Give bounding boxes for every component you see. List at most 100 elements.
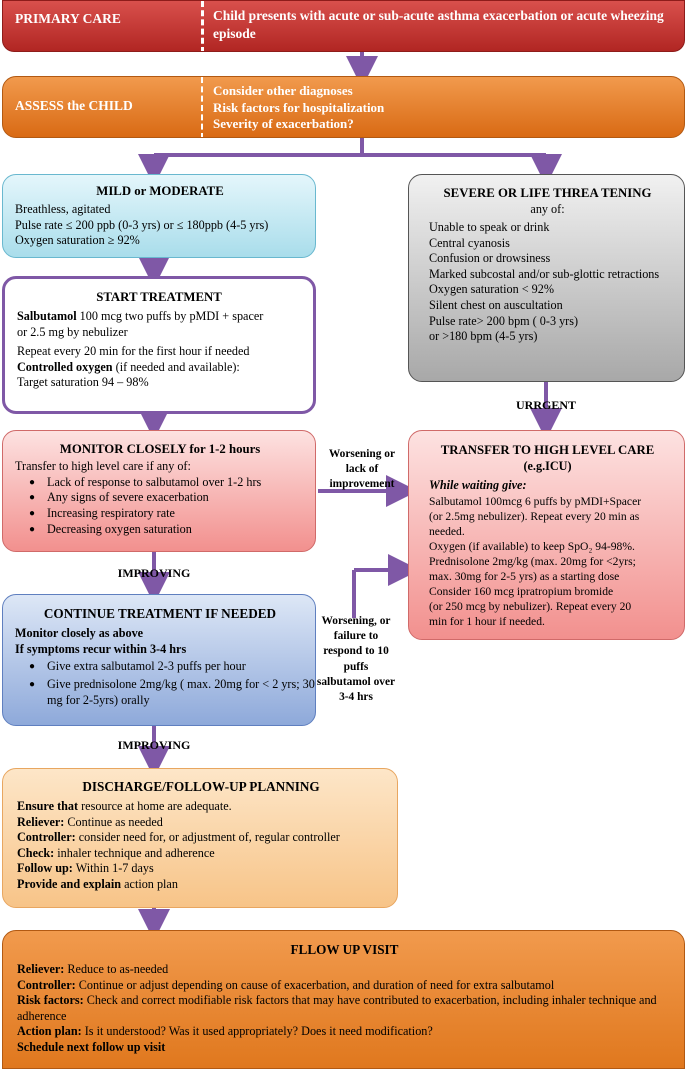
salbutamol-text: 100 mcg two puffs by pMDI + spacer	[79, 309, 264, 323]
transfer-line: (or 250 mcg by nebulizer). Repeat every …	[429, 599, 632, 613]
severe-box: SEVERE OR LIFE THREA TENING any of: Unab…	[408, 174, 685, 382]
transfer-line: Prednisolone 2mg/kg (max. 20mg for <2yrs…	[429, 554, 636, 568]
continue-monitor: Monitor closely as above	[15, 626, 144, 640]
follow-up-visit-box: FLLOW UP VISIT Reliever: Reduce to as-ne…	[2, 930, 685, 1069]
assess-divider	[201, 77, 203, 137]
monitor-bullet: Lack of response to salbutamol over 1-2 …	[29, 475, 315, 491]
assess-child-box: ASSESS the CHILD Consider other diagnose…	[2, 76, 685, 138]
monitor-box: MONITOR CLOSELY for 1-2 hours Transfer t…	[2, 430, 316, 552]
start-treatment-box: START TREATMENT Salbutamol 100 mcg two p…	[2, 276, 316, 414]
follow-up-row: Controller: Continue or adjust depending…	[17, 978, 677, 994]
severe-line: Oxygen saturation < 92%	[429, 282, 554, 297]
discharge-row-bold: Check:	[17, 845, 55, 860]
oxygen-text: (if needed and available):	[115, 359, 240, 374]
severe-line: Unable to speak or drink	[429, 220, 550, 234]
worsening-label-1: Worsening or lack of improvement	[328, 448, 396, 491]
severe-line: Pulse rate> 200 bpm ( 0-3 yrs)	[429, 313, 579, 328]
primary-care-header: PRIMARY CARE Child presents with acute o…	[2, 0, 685, 52]
monitor-bullet: Increasing respiratory rate	[29, 506, 315, 522]
severe-line: Marked subcostal and/or sub-glottic retr…	[429, 266, 660, 281]
follow-up-row-bold: Risk factors:	[17, 993, 84, 1008]
assess-item: Risk factors for hospitalization	[213, 99, 385, 115]
monitor-bullet: Decreasing oxygen saturation	[29, 522, 315, 538]
follow-up-row-text: Is it understood? Was it used appropriat…	[81, 1024, 433, 1039]
monitor-intro: Transfer to high level care if any of:	[15, 459, 191, 473]
start-title: START TREATMENT	[96, 290, 222, 304]
salbutamol-line-2: or 2.5 mg by nebulizer	[17, 324, 128, 339]
discharge-row-text: resource at home are adequate.	[78, 799, 232, 813]
severe-subtitle: any of:	[530, 201, 565, 216]
improving-label-1: IMPROVING	[117, 566, 191, 580]
discharge-row-text: inhaler technique and adherence	[54, 845, 215, 860]
monitor-bullets: Lack of response to salbutamol over 1-2 …	[15, 475, 315, 538]
follow-up-title: FLLOW UP VISIT	[290, 942, 399, 957]
discharge-box: DISCHARGE/FOLLOW-UP PLANNING Ensure that…	[2, 768, 398, 908]
transfer-line: min for 1 hour if needed.	[429, 614, 545, 628]
mild-line: Pulse rate ≤ 200 ppb (0-3 yrs) or ≤ 180p…	[15, 217, 269, 232]
discharge-row-bold: Provide and explain	[17, 876, 122, 891]
discharge-row: Reliever: Continue as needed	[17, 815, 395, 831]
urgent-label: URRGENT	[515, 398, 576, 412]
discharge-row: Ensure that resource at home are adequat…	[17, 799, 395, 815]
follow-up-row: Risk factors: Check and correct modifiab…	[17, 993, 677, 1024]
discharge-row-text: Continue as needed	[64, 814, 163, 829]
discharge-row-text: Within 1-7 days	[72, 861, 154, 876]
follow-up-row-bold: Controller:	[17, 977, 76, 992]
transfer-line: Salbutamol 100mcg 6 puffs by pMDI+Spacer	[429, 494, 642, 508]
follow-up-row-bold: Schedule next follow up visit	[17, 1039, 166, 1054]
follow-up-row-text: Reduce to as-needed	[64, 962, 169, 976]
transfer-line: Consider 160 mcg ipratropium bromide	[429, 584, 614, 598]
continue-bullet: Give extra salbutamol 2-3 puffs per hour	[29, 659, 315, 675]
repeat-line: Repeat every 20 min for the first hour i…	[17, 344, 250, 359]
transfer-line: Oxygen (if available) to keep SpO₂ 94-98…	[429, 539, 635, 553]
discharge-title: DISCHARGE/FOLLOW-UP PLANNING	[82, 779, 320, 794]
continue-bullets: Give extra salbutamol 2-3 puffs per hour…	[15, 659, 315, 708]
continue-treatment-box: CONTINUE TREATMENT IF NEEDED Monitor clo…	[2, 594, 316, 726]
oxygen-line: Controlled oxygen (if needed and availab…	[17, 360, 311, 376]
assess-item: Consider other diagnoses	[213, 83, 353, 98]
follow-up-row-text: Continue or adjust depending on cause of…	[75, 977, 555, 992]
assess-item: Severity of exacerbation?	[213, 116, 354, 131]
follow-up-row: Reliever: Reduce to as-needed	[17, 962, 677, 978]
assess-items: Consider other diagnoses Risk factors fo…	[213, 83, 384, 133]
primary-care-label: PRIMARY CARE	[15, 11, 121, 26]
transfer-subtitle: (e.g.ICU)	[523, 458, 572, 473]
follow-up-row-text: Check and correct modifiable risk factor…	[17, 993, 657, 1023]
while-waiting: While waiting give:	[429, 478, 527, 492]
discharge-row-bold: Reliever:	[17, 814, 65, 829]
discharge-row-bold: Controller:	[17, 830, 76, 845]
discharge-row-text: consider need for, or adjustment of, reg…	[75, 830, 340, 845]
transfer-box: TRANSFER TO HIGH LEVEL CARE (e.g.ICU) Wh…	[408, 430, 685, 640]
discharge-row-bold: Ensure that	[17, 799, 79, 813]
follow-up-row-bold: Action plan:	[17, 1024, 82, 1039]
salbutamol-bold: Salbutamol	[17, 309, 77, 323]
discharge-row: Provide and explain action plan	[17, 877, 395, 893]
transfer-line: (or 2.5mg nebulizer). Repeat every 20 mi…	[429, 509, 640, 523]
continue-title: CONTINUE TREATMENT IF NEEDED	[43, 606, 277, 621]
follow-up-row-bold: Reliever:	[17, 962, 65, 976]
discharge-row-bold: Follow up:	[17, 861, 73, 876]
severe-line: Central cyanosis	[429, 235, 510, 250]
assess-title: ASSESS the CHILD	[15, 98, 133, 113]
monitor-bullet: Any signs of severe exacerbation	[29, 490, 315, 506]
mild-line: Oxygen saturation ≥ 92%	[15, 233, 140, 248]
severe-title: SEVERE OR LIFE THREA TENING	[443, 186, 652, 200]
severe-line: Silent chest on auscultation	[429, 297, 563, 312]
severe-line: or >180 bpm (4-5 yrs)	[429, 329, 538, 344]
transfer-line: needed.	[429, 524, 465, 538]
follow-up-row: Schedule next follow up visit	[17, 1040, 677, 1056]
continue-bullet: Give prednisolone 2mg/kg ( max. 20mg for…	[29, 677, 315, 709]
header-text: Child presents with acute or sub-acute a…	[213, 8, 664, 41]
improving-label-2: IMPROVING	[117, 738, 191, 752]
discharge-row: Check: inhaler technique and adherence	[17, 846, 395, 862]
discharge-row: Follow up: Within 1-7 days	[17, 861, 395, 877]
mild-moderate-box: MILD or MODERATE Breathless, agitated Pu…	[2, 174, 316, 258]
target-line: Target saturation 94 – 98%	[17, 375, 149, 390]
transfer-title: TRANSFER TO HIGH LEVEL CARE	[440, 443, 655, 457]
continue-recur: If symptoms recur within 3-4 hrs	[15, 641, 187, 656]
mild-title: MILD or MODERATE	[96, 184, 224, 198]
discharge-row-text: action plan	[121, 876, 178, 891]
follow-up-row: Action plan: Is it understood? Was it us…	[17, 1024, 677, 1040]
transfer-line: max. 30mg for 2-5 yrs) as a starting dos…	[429, 569, 620, 583]
